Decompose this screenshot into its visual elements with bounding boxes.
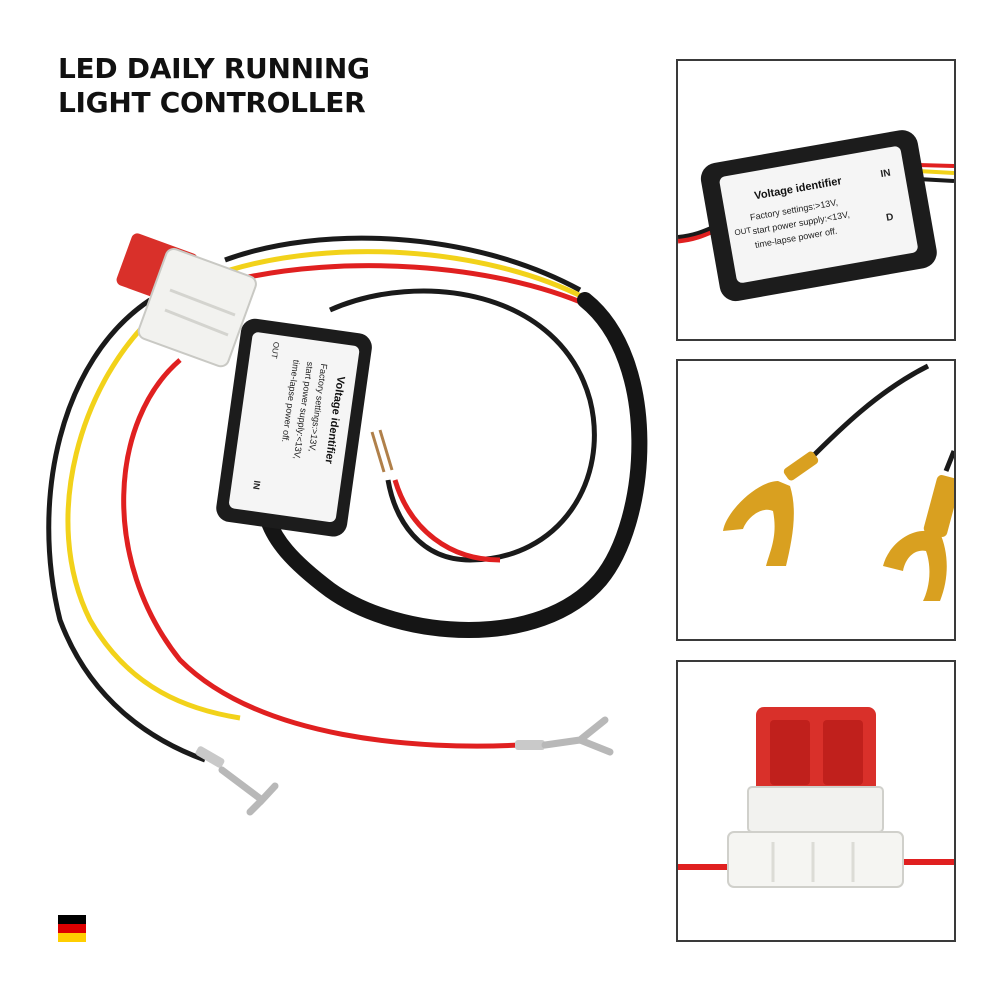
sheathed-cable [260, 292, 648, 638]
yellow-wire [65, 308, 241, 721]
main-product-photo: Voltage identifier Factory settings:>13V… [46, 233, 648, 816]
closeup-label-out: OUT [734, 226, 752, 238]
black-wire-long [46, 297, 206, 763]
flag-stripe-gold [58, 933, 86, 942]
inner-cable-loop [328, 288, 597, 563]
red-wire-long [121, 358, 521, 749]
title-line-2: LIGHT CONTROLLER [58, 86, 366, 119]
terminals-closeup [723, 363, 954, 601]
fork-terminal-right [515, 716, 614, 756]
inner-red-loop [392, 479, 501, 563]
stripped-wire-ends [370, 429, 394, 473]
detail-panel-fuse [676, 660, 956, 942]
black-wire-top [224, 235, 582, 293]
flag-stripe-red [58, 924, 86, 933]
yellow-wire-top [229, 249, 587, 301]
module-label-in: IN [251, 480, 262, 490]
module-closeup: Voltage identifier Factory settings:>13V… [678, 130, 954, 302]
fuse-holder [116, 233, 257, 368]
controller-module: Voltage identifier Factory settings:>13V… [216, 318, 372, 537]
german-flag-icon [58, 915, 86, 942]
fork-terminal-left [195, 746, 279, 816]
gold-fork-terminal-2 [883, 475, 954, 601]
red-fuse [756, 707, 876, 797]
product-title: LED DAILY RUNNING LIGHT CONTROLLER [58, 52, 370, 120]
fuse-closeup [678, 707, 954, 888]
detail-panel-terminals [676, 359, 956, 641]
module-label-out: OUT [270, 341, 281, 359]
flag-stripe-black [58, 915, 86, 924]
red-wire-top [234, 263, 592, 309]
closeup-label-d: D [885, 212, 894, 224]
closeup-label-in: IN [880, 168, 892, 181]
detail-panel-module: Voltage identifier Factory settings:>13V… [676, 59, 956, 341]
gold-fork-terminal-1 [723, 451, 819, 566]
white-fuse-socket [727, 786, 904, 888]
title-line-1: LED DAILY RUNNING [58, 52, 370, 85]
